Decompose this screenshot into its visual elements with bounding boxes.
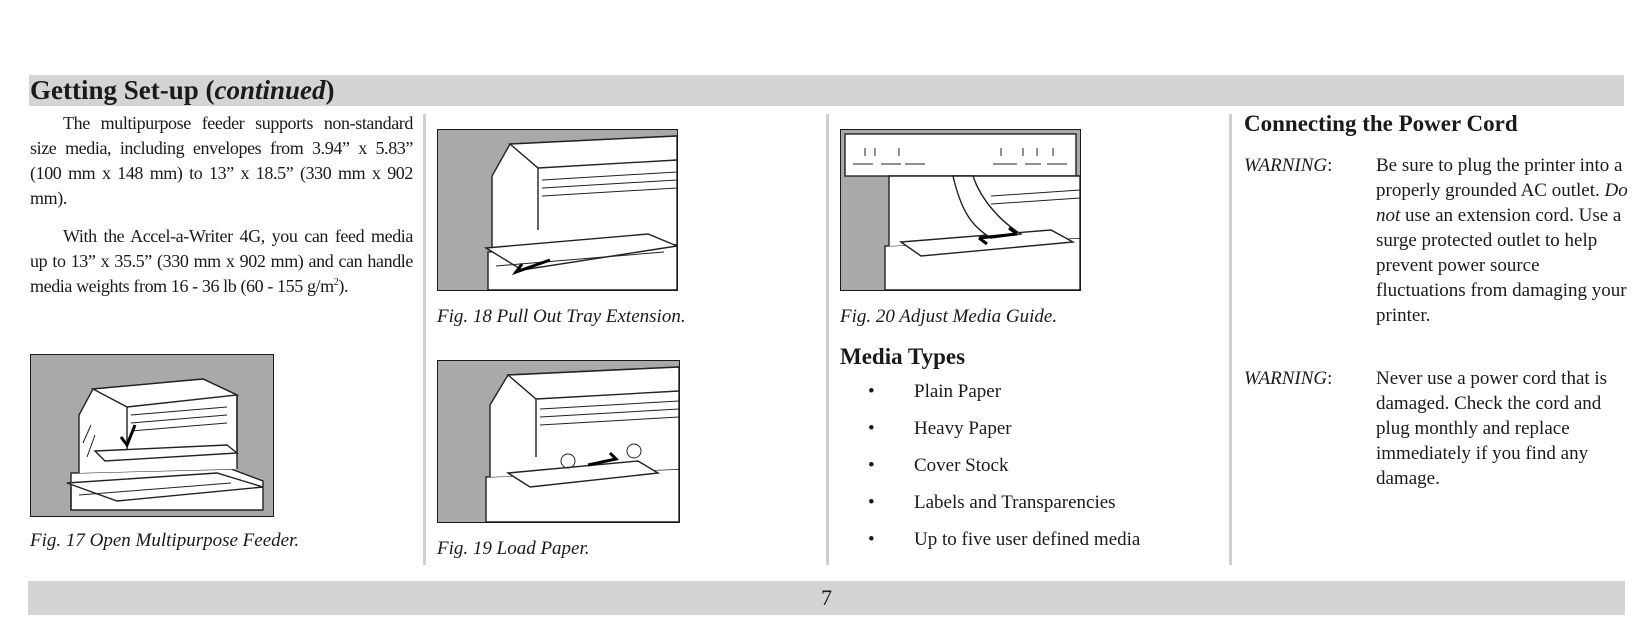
media-type-label: Labels and Transparencies [914, 492, 1116, 513]
bullet-icon: • [868, 455, 875, 476]
media-type-label: Up to five user defined media [914, 529, 1141, 550]
figure-17-illustration [30, 354, 274, 517]
bullet-icon: • [868, 529, 875, 550]
power-cord-heading: Connecting the Power Cord [1244, 111, 1518, 136]
warning-text: Be sure to plug the printer into a prope… [1376, 155, 1628, 326]
footer-band: 7 [28, 581, 1625, 615]
bullet-icon: • [868, 381, 875, 402]
media-types-list: • Plain Paper • Heavy Paper • Cover Stock •… [868, 380, 1140, 565]
warning-text: Never use a power cord that is damaged. … [1376, 368, 1608, 489]
list-item: • Labels and Transparencies [868, 491, 1140, 528]
bullet-icon: • [868, 492, 875, 513]
list-item: • Up to five user defined media [868, 528, 1140, 565]
page-number: 7 [821, 585, 832, 610]
figure-17-caption: Fig. 17 Open Multipurpose Feeder. [30, 530, 300, 551]
figure-19-caption: Fig. 19 Load Paper. [437, 538, 590, 559]
media-type-label: Heavy Paper [914, 418, 1012, 439]
figure-20-caption: Fig. 20 Adjust Media Guide. [840, 306, 1058, 327]
media-type-label: Plain Paper [914, 381, 1002, 402]
header-band [29, 75, 1624, 106]
printer-tray-extension-image [483, 135, 677, 290]
list-item: • Plain Paper [868, 380, 1140, 417]
warning-label: WARNING: [1244, 155, 1333, 176]
bullet-icon: • [868, 418, 875, 439]
warning-block: WARNING: Be sure to plug the printer int… [1244, 153, 1651, 328]
figure-19-illustration [437, 360, 680, 523]
page-title: Getting Set-up (continued) [30, 75, 335, 105]
list-item: • Heavy Paper [868, 417, 1140, 454]
column-divider [826, 114, 829, 565]
figure-20-illustration [840, 129, 1081, 291]
printer-load-paper-image [485, 366, 679, 522]
list-item: • Cover Stock [868, 454, 1140, 491]
printer-feeder-open-image [66, 378, 264, 511]
figure-18-caption: Fig. 18 Pull Out Tray Extension. [437, 306, 686, 327]
body-paragraph: With the Accel-a-Writer 4G, you can feed… [30, 226, 413, 296]
printer-media-guide-image [844, 133, 1080, 290]
warning-label: WARNING: [1244, 368, 1333, 389]
column-divider [423, 114, 426, 565]
figure-18-illustration [437, 129, 678, 291]
warning-block: WARNING: Never use a power cord that is … [1244, 366, 1651, 491]
media-types-heading: Media Types [840, 344, 966, 369]
body-paragraph: The multipurpose feeder supports non-sta… [30, 113, 413, 208]
media-type-label: Cover Stock [914, 455, 1009, 476]
column-divider [1229, 114, 1232, 565]
